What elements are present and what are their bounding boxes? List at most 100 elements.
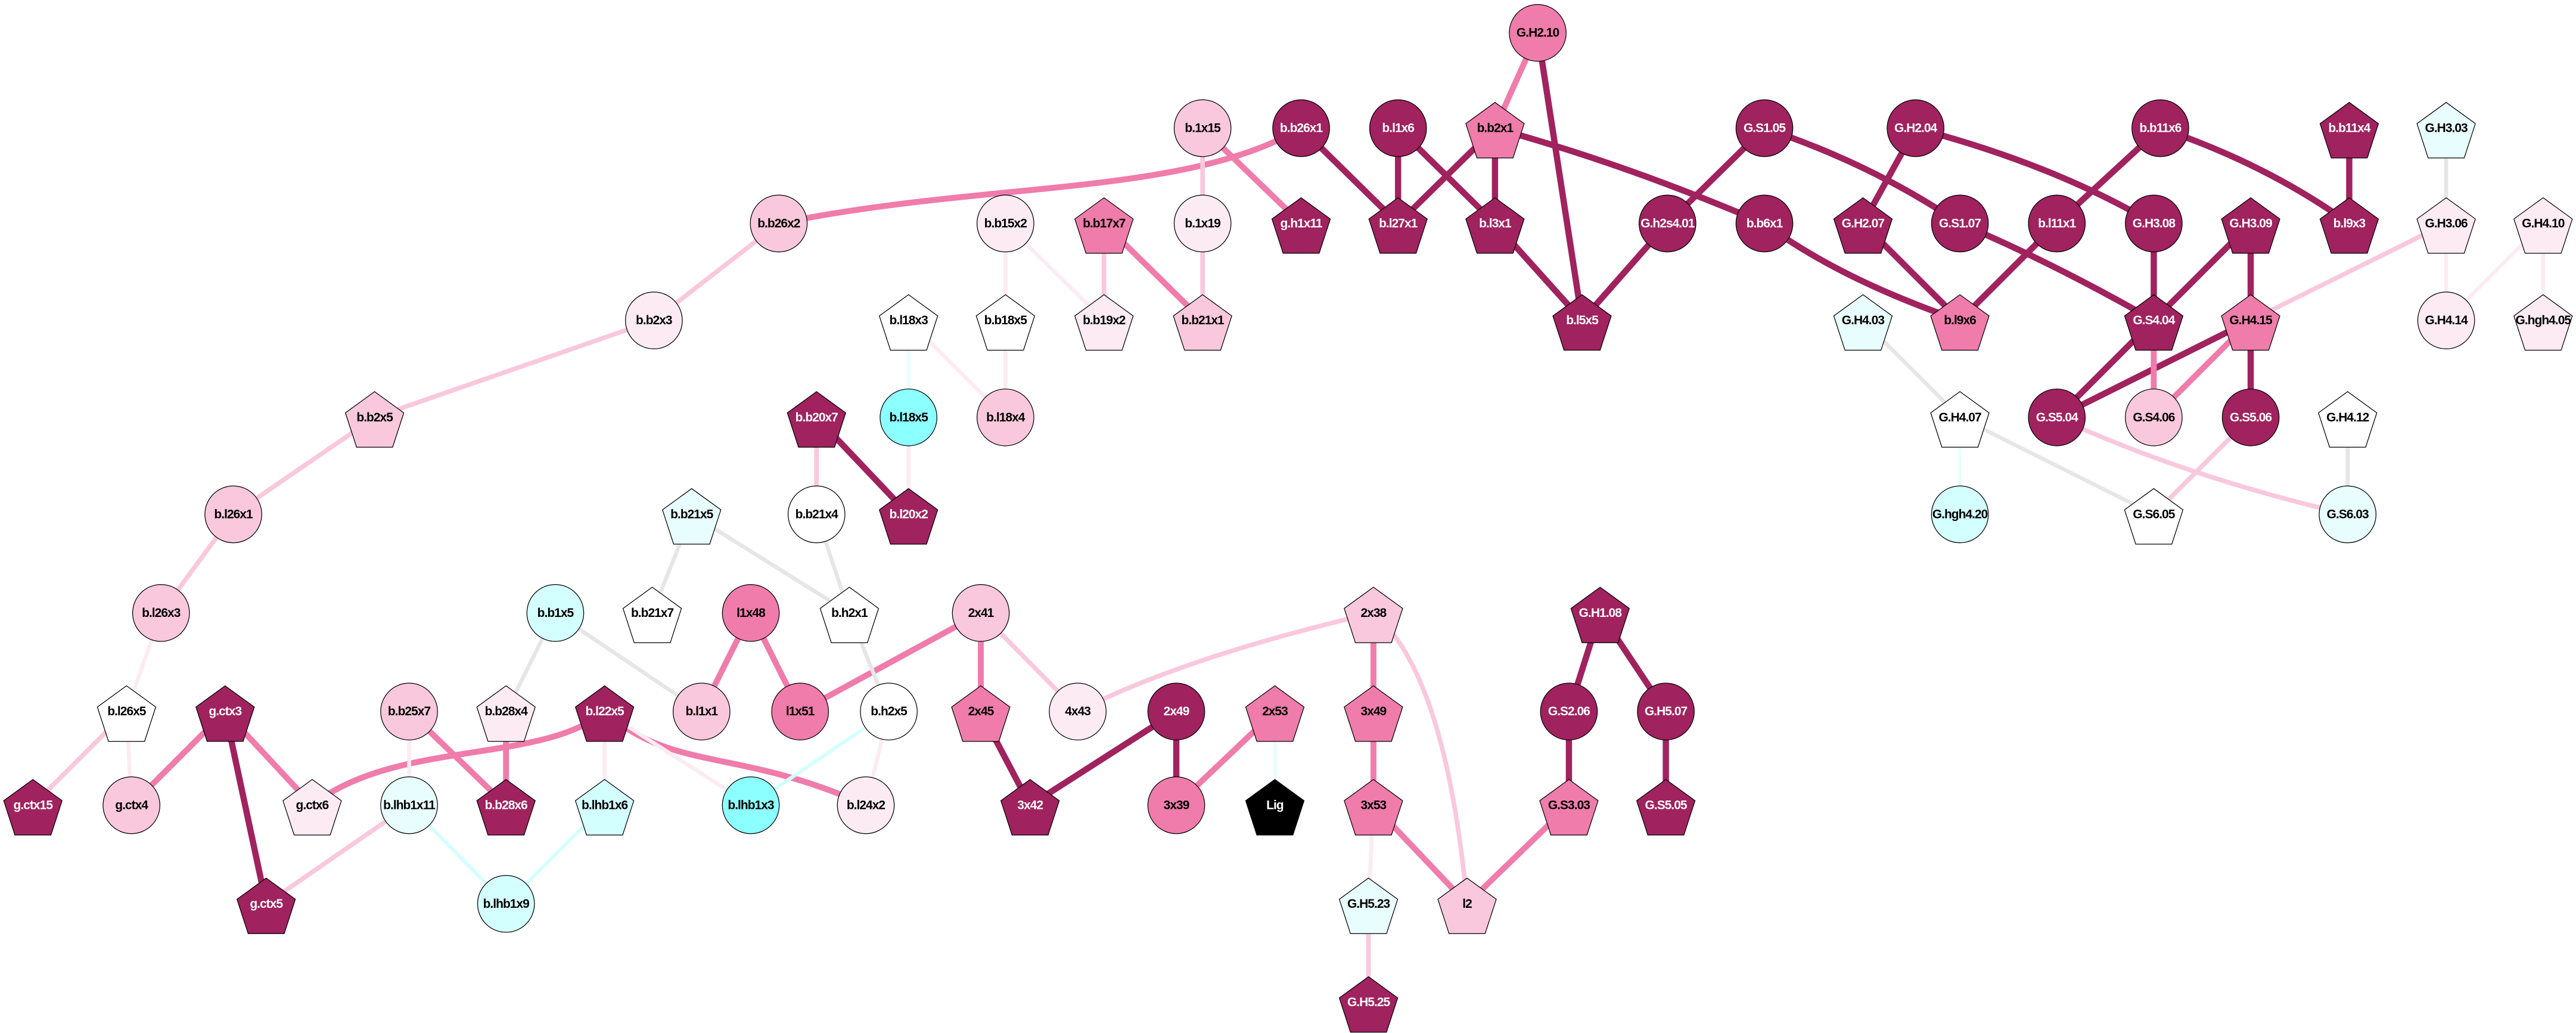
node-g-h3-08[interactable]: G.H3.08: [2125, 194, 2183, 253]
node-3x49[interactable]: 3x49: [1344, 685, 1403, 742]
edge-b-b2x1-b-b6x1: [1494, 125, 1766, 227]
edge-2x49-3x42: [1028, 709, 1178, 808]
node-b-l24x2[interactable]: b.l24x2: [837, 776, 895, 835]
node-b-b11x6[interactable]: b.b11x6: [2131, 99, 2189, 157]
node-b-b25x7[interactable]: b.b25x7: [380, 683, 438, 741]
node-b-l26x1[interactable]: b.l26x1: [204, 485, 262, 544]
node-b-b28x4[interactable]: b.b28x4: [476, 685, 536, 742]
node-l1x51[interactable]: l1x51: [771, 683, 829, 741]
node-b-b17x7[interactable]: b.b17x7: [1074, 197, 1134, 254]
node-circle: [477, 874, 535, 933]
node-pentagon: [1368, 197, 1428, 254]
node-g-h4-03[interactable]: G.H4.03: [1833, 294, 1893, 351]
node-g-s5-04[interactable]: G.S5.04: [2028, 388, 2086, 446]
node-pentagon: [1570, 587, 1630, 643]
node-g-ctx3[interactable]: g.ctx3: [195, 685, 255, 742]
node-g-hgh4-20[interactable]: G.hgh4.20: [1931, 485, 1989, 544]
node-2x49[interactable]: 2x49: [1147, 683, 1205, 741]
node-g-h3-03[interactable]: G.H3.03: [2416, 102, 2476, 159]
node-pentagon: [1074, 294, 1134, 351]
node-g-h4-07[interactable]: G.H4.07: [1930, 391, 1990, 448]
node-g-h4-15[interactable]: G.H4.15: [2221, 294, 2280, 351]
node-pentagon: [662, 488, 722, 545]
node-b-l22x5[interactable]: b.l22x5: [574, 685, 635, 742]
node-b-l5x5[interactable]: b.l5x5: [1552, 294, 1612, 351]
node-2x41[interactable]: 2x41: [952, 584, 1010, 642]
node-b-b1x5[interactable]: b.b1x5: [526, 584, 585, 642]
node-b-b26x1[interactable]: b.b26x1: [1272, 99, 1330, 157]
node-b-b21x4[interactable]: b.b21x4: [787, 485, 846, 544]
node-2x45[interactable]: 2x45: [951, 685, 1011, 742]
node-3x53[interactable]: 3x53: [1344, 778, 1403, 836]
node-g-h2s4-01[interactable]: G.h2s4.01: [1639, 194, 1696, 253]
node-circle: [1147, 683, 1205, 741]
node-g-h5-25[interactable]: G.H5.25: [1338, 976, 1399, 1033]
node-g-s1-07[interactable]: G.S1.07: [1931, 194, 1989, 253]
node-b-b20x7[interactable]: b.b20x7: [787, 391, 846, 448]
node-g-h4-12[interactable]: G.H4.12: [2317, 391, 2378, 448]
node-b-lhb1x3[interactable]: b.lhb1x3: [722, 776, 780, 835]
node-g-h5-23[interactable]: G.H5.23: [1338, 877, 1399, 934]
node-g-s2-06[interactable]: G.S2.06: [1540, 683, 1598, 741]
node-b-b11x4[interactable]: b.b11x4: [2319, 102, 2379, 159]
node-g-s5-06[interactable]: G.S5.06: [2221, 388, 2280, 446]
node-2x53[interactable]: 2x53: [1245, 685, 1305, 742]
node-pentagon: [2416, 102, 2476, 159]
node-g-s3-03[interactable]: G.S3.03: [1539, 778, 1599, 836]
node-b-lhb1x9[interactable]: b.lhb1x9: [477, 874, 535, 933]
node-b-h2x1[interactable]: b.h2x1: [819, 587, 880, 643]
node-b-b2x3[interactable]: b.b2x3: [625, 291, 683, 349]
node-g-hgh4-05[interactable]: G.hgh4.05: [2513, 294, 2573, 351]
node-b-l26x3[interactable]: b.l26x3: [132, 584, 190, 642]
node-b-b18x5[interactable]: b.b18x5: [975, 294, 1036, 351]
node-b-l11x1[interactable]: b.l11x1: [2028, 194, 2086, 253]
node-4x43[interactable]: 4x43: [1049, 683, 1107, 741]
node-b-l1x1[interactable]: b.l1x1: [672, 683, 731, 741]
node-g-s6-03[interactable]: G.S6.03: [2319, 485, 2377, 544]
node-g-h2-04[interactable]: G.H2.04: [1887, 99, 1944, 157]
node-g-s5-05[interactable]: G.S5.05: [1636, 778, 1696, 836]
node-b-b15x2[interactable]: b.b15x2: [976, 194, 1034, 253]
node-lig[interactable]: Lig: [1245, 778, 1305, 836]
node-g-h4-14[interactable]: G.H4.14: [2417, 291, 2475, 349]
node-b-lhb1x11[interactable]: b.lhb1x11: [380, 776, 438, 835]
node-g-h5-07[interactable]: G.H5.07: [1637, 683, 1695, 741]
node-g-h3-06[interactable]: G.H3.06: [2416, 197, 2476, 254]
node-g-h3-09[interactable]: G.H3.09: [2221, 197, 2280, 254]
node-g-h2-07[interactable]: G.H2.07: [1833, 197, 1893, 254]
node-g-s1-05[interactable]: G.S1.05: [1735, 99, 1794, 157]
node-pentagon: [1465, 197, 1525, 254]
node-b-l18x5[interactable]: b.l18x5: [880, 388, 937, 446]
node-b-b2x5[interactable]: b.b2x5: [344, 391, 405, 448]
node-b-b26x2[interactable]: b.b26x2: [750, 194, 808, 253]
node-b-b21x5[interactable]: b.b21x5: [662, 488, 722, 545]
node-circle: [1931, 194, 1989, 253]
node-pentagon: [1245, 778, 1305, 836]
node-b-1x15[interactable]: b.1x15: [1173, 99, 1232, 157]
node-b-b2x1[interactable]: b.b2x1: [1465, 102, 1525, 159]
node-b-l18x3[interactable]: b.l18x3: [878, 294, 939, 351]
node-3x42[interactable]: 3x42: [1000, 778, 1060, 836]
node-g-ctx4[interactable]: g.ctx4: [102, 776, 160, 835]
node-b-h2x5[interactable]: b.h2x5: [860, 683, 918, 741]
node-b-b21x7[interactable]: b.b21x7: [622, 587, 682, 643]
node-b-l26x5[interactable]: b.l26x5: [97, 685, 157, 742]
node-g-ctx5[interactable]: g.ctx5: [236, 877, 296, 934]
node-g-s4-06[interactable]: G.S4.06: [2125, 388, 2183, 446]
node-3x39[interactable]: 3x39: [1147, 776, 1205, 835]
edge-b-l22x5-b-lhb1x3: [603, 709, 752, 807]
node-pentagon: [1930, 391, 1990, 448]
node-b-1x19[interactable]: b.1x19: [1173, 194, 1232, 253]
node-b-l1x6[interactable]: b.l1x6: [1369, 99, 1427, 157]
node-g-h1-08[interactable]: G.H1.08: [1570, 587, 1630, 643]
node-b-l18x4[interactable]: b.l18x4: [976, 388, 1034, 446]
node-circle: [672, 683, 731, 741]
node-circle: [2125, 194, 2183, 253]
node-g-h4-10[interactable]: G.H4.10: [2513, 197, 2573, 254]
node-g-ctx6[interactable]: g.ctx6: [282, 778, 342, 836]
node-g-h2-10[interactable]: G.H2.10: [1509, 4, 1567, 62]
node-b-b6x1[interactable]: b.b6x1: [1735, 194, 1794, 253]
node-2x38[interactable]: 2x38: [1344, 587, 1403, 643]
node-l1x48[interactable]: l1x48: [722, 584, 780, 642]
node-b-lhb1x6[interactable]: b.lhb1x6: [574, 778, 635, 836]
